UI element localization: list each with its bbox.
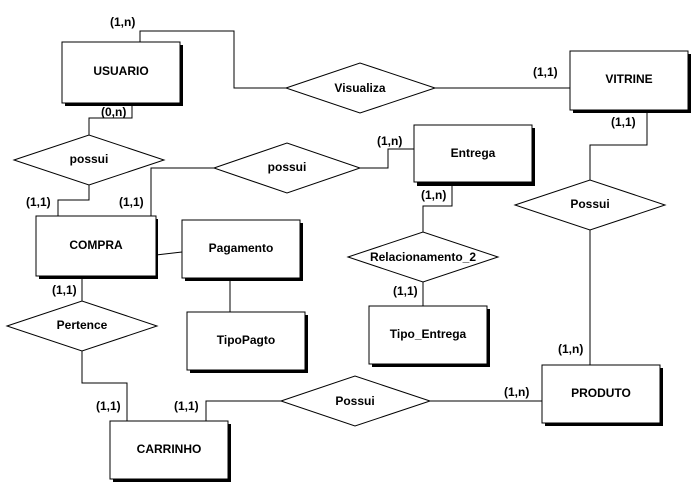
relationship-relacionamento-2[interactable]: Relacionamento_2 bbox=[346, 231, 500, 283]
link-entrega-relacionamento bbox=[422, 182, 453, 232]
relationship-possui-usuario-compra[interactable]: possui bbox=[12, 134, 166, 186]
relationship-possui-usuario-compra-label: possui bbox=[70, 152, 109, 166]
entity-produto-label: PRODUTO bbox=[571, 386, 631, 400]
cardinality-carrinho-possui: (1,1) bbox=[174, 399, 199, 413]
entity-tipopagto[interactable]: TipoPagto bbox=[186, 311, 308, 373]
cardinality-compra-possui-usuario: (1,1) bbox=[26, 195, 51, 209]
relationship-visualiza[interactable]: Visualiza bbox=[284, 62, 437, 114]
relationship-possui-compra-entrega[interactable]: possui bbox=[212, 142, 362, 194]
entity-compra-label: COMPRA bbox=[69, 238, 123, 252]
entity-compra[interactable]: COMPRA bbox=[35, 215, 158, 279]
cardinality-vitrine-visualiza: (1,1) bbox=[533, 65, 558, 79]
entity-vitrine-label: VITRINE bbox=[605, 72, 652, 86]
cardinality-carrinho-pertence: (1,1) bbox=[96, 399, 121, 413]
link-carrinho-possui bbox=[205, 400, 281, 421]
link-possui-compra bbox=[57, 185, 90, 216]
entity-entrega[interactable]: Entrega bbox=[413, 124, 535, 186]
link-possui-entrega bbox=[360, 148, 414, 169]
cardinality-labels: (1,n) (1,1) (0,n) (1,1) (1,1) (1,n) (1,1… bbox=[26, 15, 636, 413]
link-usuario-visualiza bbox=[139, 30, 286, 89]
cardinality-entrega-relacionamento-2: (1,n) bbox=[421, 188, 446, 202]
link-compra-possui-entrega bbox=[150, 167, 214, 216]
link-vitrine-possui bbox=[589, 110, 648, 180]
entity-tipopagto-label: TipoPagto bbox=[217, 333, 275, 347]
entity-tipo-entrega-label: Tipo_Entrega bbox=[390, 327, 467, 341]
entity-tipo-entrega[interactable]: Tipo_Entrega bbox=[368, 305, 490, 367]
entity-usuario-label: USUARIO bbox=[93, 64, 148, 78]
entity-pagamento-label: Pagamento bbox=[209, 241, 274, 255]
relationship-relacionamento-2-label: Relacionamento_2 bbox=[370, 250, 476, 264]
cardinality-usuario-visualiza: (1,n) bbox=[110, 15, 135, 29]
link-compra-pagamento bbox=[155, 251, 183, 256]
relationship-possui-compra-entrega-label: possui bbox=[268, 160, 307, 174]
entity-carrinho-label: CARRINHO bbox=[137, 442, 202, 456]
connections bbox=[57, 30, 648, 421]
cardinality-entrega-possui: (1,n) bbox=[377, 134, 402, 148]
cardinality-produto-possui-carrinho: (1,n) bbox=[504, 385, 529, 399]
entity-carrinho[interactable]: CARRINHO bbox=[109, 420, 231, 482]
cardinality-tipo-entrega-relacionamento-2: (1,1) bbox=[393, 284, 418, 298]
entity-produto[interactable]: PRODUTO bbox=[541, 364, 663, 426]
relationship-visualiza-label: Visualiza bbox=[334, 81, 385, 95]
relationship-pertence-label: Pertence bbox=[57, 318, 108, 332]
cardinality-compra-possui-entrega: (1,1) bbox=[119, 195, 144, 209]
link-pertence-carrinho bbox=[81, 351, 128, 421]
relationship-possui-vitrine-produto-label: Possui bbox=[570, 197, 609, 211]
entity-entrega-label: Entrega bbox=[451, 146, 496, 160]
relationship-possui-vitrine-produto[interactable]: Possui bbox=[513, 179, 667, 231]
relationship-possui-carrinho-produto[interactable]: Possui bbox=[279, 375, 432, 427]
cardinality-usuario-possui: (0,n) bbox=[101, 105, 126, 119]
relationship-pertence[interactable]: Pertence bbox=[5, 300, 159, 352]
entity-vitrine[interactable]: VITRINE bbox=[569, 50, 691, 113]
cardinality-vitrine-possui: (1,1) bbox=[611, 115, 636, 129]
entity-usuario[interactable]: USUARIO bbox=[61, 41, 183, 106]
relationship-possui-carrinho-produto-label: Possui bbox=[335, 394, 374, 408]
cardinality-produto-possui-vitrine: (1,n) bbox=[558, 342, 583, 356]
link-usuario-possui bbox=[88, 103, 133, 135]
cardinality-compra-pertence: (1,1) bbox=[52, 283, 77, 297]
entity-pagamento[interactable]: Pagamento bbox=[181, 219, 303, 281]
